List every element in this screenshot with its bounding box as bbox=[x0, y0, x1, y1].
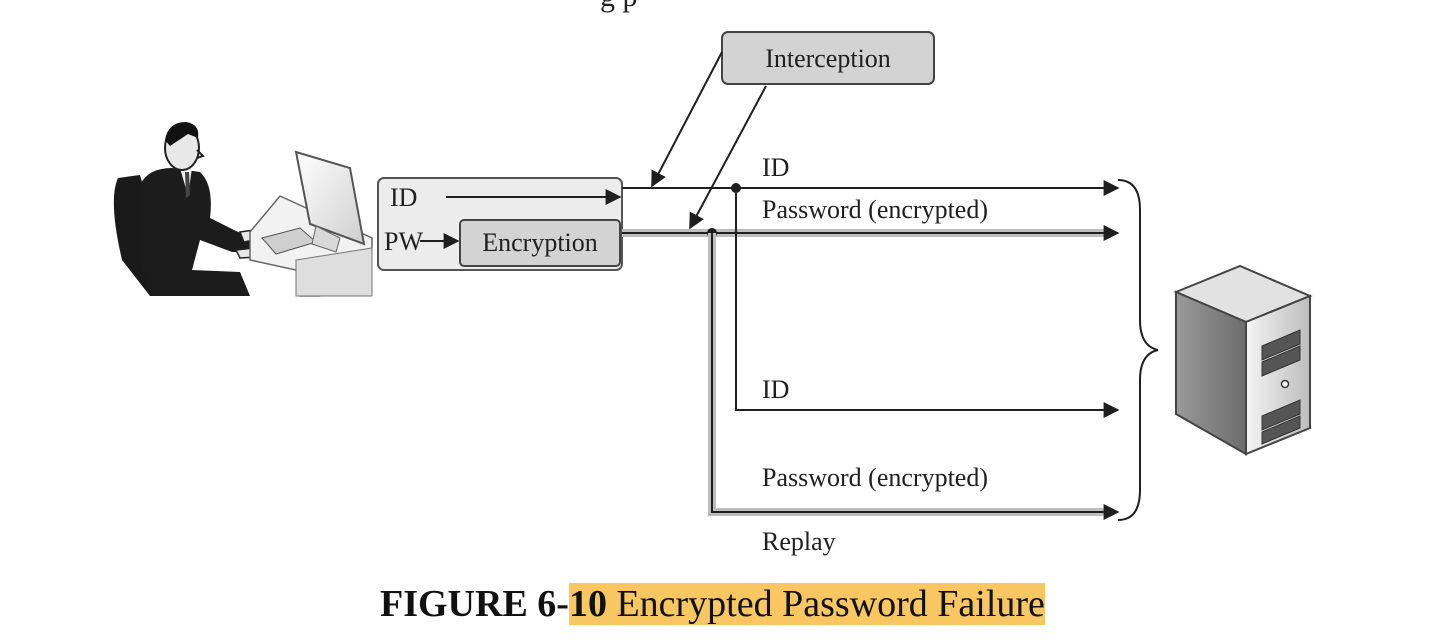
password-replay-label: Password (encrypted) bbox=[762, 463, 988, 492]
encrypted-password-failure-diagram: g p ID PW Encryption bbox=[113, 0, 1313, 556]
user-at-computer-icon bbox=[113, 122, 373, 297]
id-replay-label: ID bbox=[762, 375, 789, 404]
password-top-label: Password (encrypted) bbox=[762, 195, 988, 224]
client-id-label: ID bbox=[390, 183, 417, 212]
interception-box bbox=[721, 31, 935, 85]
figure-title: Encrypted Password Failure bbox=[616, 583, 1045, 625]
figure-caption: FIGURE 6-10 Encrypted Password Failure bbox=[380, 580, 1045, 628]
id-replay-line bbox=[735, 188, 1120, 418]
interception-label: Interception bbox=[765, 44, 891, 73]
cropped-heading-fragment: g p bbox=[600, 0, 638, 13]
password-replay-line bbox=[711, 233, 1120, 520]
encryption-box bbox=[459, 219, 621, 267]
transmission-lines bbox=[622, 180, 1120, 520]
server-icon bbox=[1173, 264, 1313, 456]
interception-group: Interception bbox=[651, 31, 935, 230]
replay-label: Replay bbox=[762, 527, 836, 556]
grouping-brace bbox=[1117, 179, 1159, 521]
figure-number: FIGURE 6- bbox=[380, 583, 569, 625]
id-top-label: ID bbox=[762, 153, 789, 182]
figure-number-highlight: 10 bbox=[568, 583, 607, 625]
encryption-label: Encryption bbox=[482, 228, 598, 257]
interception-arrow-id bbox=[651, 51, 723, 188]
client-pw-label: PW bbox=[384, 227, 423, 256]
interception-arrow-password bbox=[689, 85, 767, 230]
client-box: ID PW Encryption bbox=[377, 177, 623, 271]
